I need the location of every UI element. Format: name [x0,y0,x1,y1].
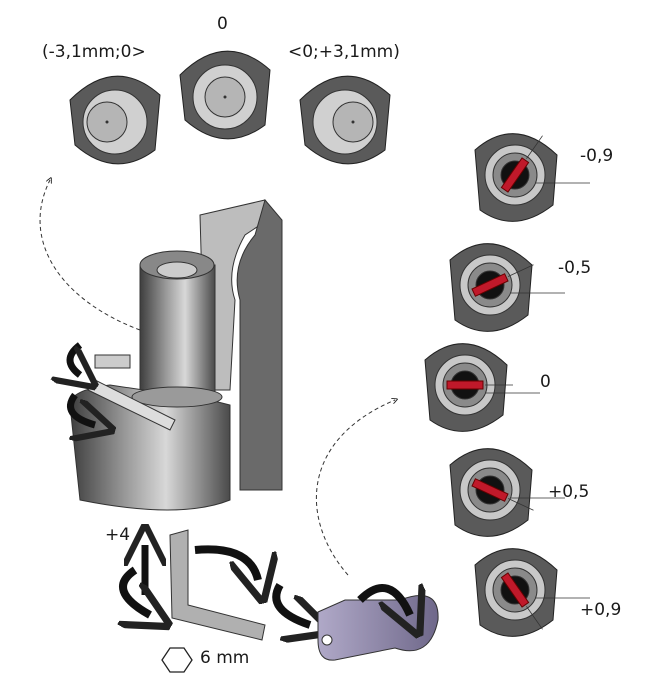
dial-label: +0,9 [580,600,622,620]
dial-pointer [500,157,530,193]
height-adjust-label: +4 [105,525,131,545]
adjustment-insert [315,400,439,661]
top-position-label-left: (-3,1mm;0> [42,42,146,62]
dashed-pointer-arrow [39,180,141,331]
hexagon-icon [161,647,193,673]
dial-label: 0 [540,372,551,392]
adjustment-dial [474,133,590,222]
hex-key [123,530,310,673]
dial-pointer [446,380,484,390]
top-position-label-right: <0;+3,1mm) [288,42,400,62]
dial-pointer [500,572,530,608]
adjustment-dial [474,548,590,637]
adjustment-dial [424,343,540,432]
dial-label: -0,9 [580,146,614,166]
dial-label: -0,5 [558,258,592,278]
top-section-view [299,75,391,165]
key-size-label: 6 mm [200,648,250,668]
dial-pointer [471,273,509,297]
top-section-view [179,50,271,140]
adjustment-dial [449,243,565,332]
adjustment-dial [449,448,565,537]
dial-pointer [471,478,509,502]
hinge-body [70,198,283,511]
top-section-view [69,75,161,165]
dial-label: +0,5 [548,482,590,502]
top-position-label-center: 0 [217,14,228,34]
